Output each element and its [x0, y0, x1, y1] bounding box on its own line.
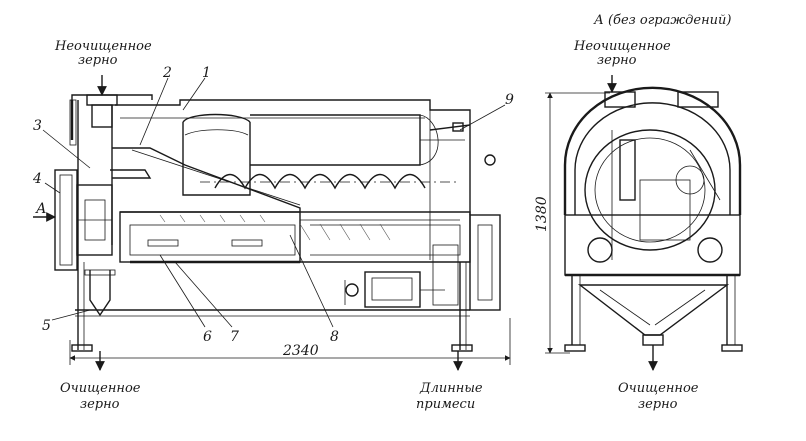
- outlet-funnel: [84, 269, 116, 317]
- height-dimension: 1380: [534, 92, 610, 354]
- callout-5: 5: [42, 318, 51, 334]
- outlet-main-line1: Очищенное: [60, 381, 141, 396]
- callout-6: 6: [203, 329, 212, 345]
- side-view: А 2340: [33, 75, 511, 371]
- length-dimension-value: 2340: [282, 343, 319, 359]
- inlet-main-line2: зерно: [78, 53, 118, 68]
- leader-lines: [42, 77, 506, 328]
- view-arrow-label: А: [35, 201, 47, 217]
- inclined-tray: [110, 147, 301, 213]
- frame: [71, 100, 473, 371]
- drive-pulley: [54, 169, 113, 271]
- trier-cylinder: [182, 113, 465, 196]
- callout-2: 2: [162, 65, 172, 81]
- inlet-side-line2: зерно: [597, 53, 637, 68]
- outlet-impurities-line2: примеси: [416, 397, 475, 412]
- callout-9: 9: [505, 92, 514, 108]
- outlet-side-line1: Очищенное: [618, 381, 699, 396]
- height-dimension-value: 1380: [534, 196, 550, 232]
- motor: [344, 271, 445, 308]
- outlet-impurities-line1: Длинные: [419, 381, 483, 396]
- inlet-side-line1: Неочищенное: [573, 39, 671, 54]
- end-view: 1380: [534, 75, 743, 371]
- right-cover: [429, 100, 501, 311]
- inlet-main-line1: Неочищенное: [54, 39, 152, 54]
- callout-3: 3: [33, 118, 42, 134]
- view-title: А (без ограждений): [593, 13, 731, 28]
- callout-8: 8: [330, 329, 339, 345]
- callout-7: 7: [230, 329, 239, 345]
- lower-body: [119, 211, 471, 264]
- callout-1: 1: [202, 65, 211, 81]
- callout-4: 4: [32, 171, 42, 187]
- outlet-side-line2: зерно: [638, 397, 678, 412]
- length-dimension: 2340: [69, 318, 511, 365]
- outlet-main-line2: зерно: [80, 397, 120, 412]
